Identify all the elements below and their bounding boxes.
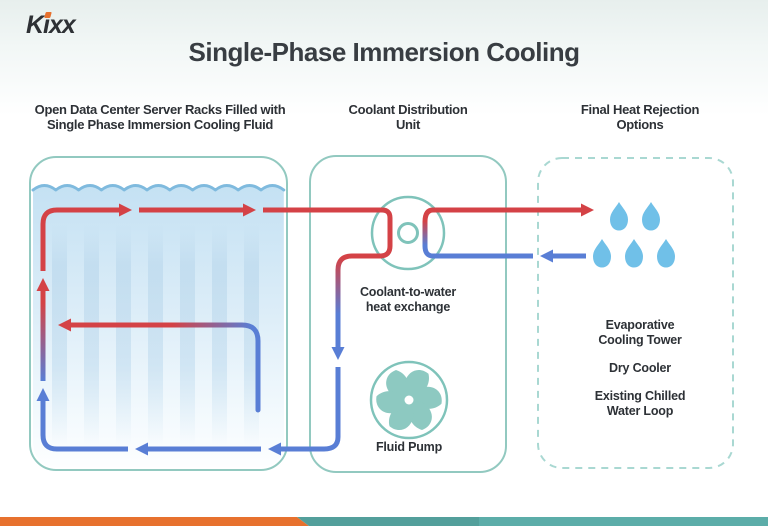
arrow-up-icon [36,388,50,401]
rejection-section-header: Final Heat Rejection Options [530,102,750,133]
arrow-right-icon [119,203,132,217]
tank-header-line2: Single Phase Immersion Cooling Fluid [46,117,274,133]
arrow-right-icon [243,203,256,217]
rejection-header-line1: Final Heat Rejection [580,102,700,117]
cdu-box [309,155,507,473]
cold-flow-lines [40,245,586,452]
footer-bar [0,517,768,526]
hot-flow-arrows [36,203,594,332]
heat-exchanger-label: Coolant-to-water heat exchange [343,285,473,315]
rejection-header-line2: Options [616,117,664,133]
water-droplets-icon [593,202,675,268]
footer-bar-orange [0,517,309,526]
arrow-left-icon [540,249,553,263]
server-rack-stripes [52,225,259,452]
arrow-left-icon [268,442,281,456]
kixx-logo: Kixx [26,11,116,43]
arrow-left-icon [58,318,71,332]
pump-label: Fluid Pump [375,440,443,454]
transition-flow-lines [40,222,428,413]
hot-flow-lines [40,207,581,271]
cdu-header-line2: Unit [395,117,421,133]
fluid-surface-wave [31,184,286,192]
pump-impeller-icon [376,369,442,431]
arrow-down-icon [331,347,345,360]
footer-bar-teal-dark [297,517,479,526]
cdu-header-line1: Coolant Distribution [348,102,468,117]
kixx-logo-text: Kixx [26,11,76,39]
arrow-right-icon [581,203,594,217]
heat-rejection-box [537,157,734,469]
tank-section-header: Open Data Center Server Racks Filled wit… [10,102,310,133]
heat-exchanger-label-line1: Coolant-to-water [359,285,457,299]
page-title: Single-Phase Immersion Cooling [188,37,580,67]
rejection-option-evaporative: Evaporative Cooling Tower [598,318,682,347]
pump-icon [369,360,449,440]
cold-flow-arrows [36,249,553,456]
tank-header-line1: Open Data Center Server Racks Filled wit… [34,102,286,117]
rejection-option-dry-cooler: Dry Cooler [609,361,671,375]
tank-box [29,156,288,471]
arrow-up-icon [36,278,50,291]
arrow-left-icon [135,442,148,456]
rejection-option-chilled-loop: Existing Chilled Water Loop [594,389,686,418]
footer-bar-teal [479,517,768,526]
cdu-section-header: Coolant Distribution Unit [308,102,508,133]
heat-exchanger-label-line2: heat exchange [365,299,451,314]
